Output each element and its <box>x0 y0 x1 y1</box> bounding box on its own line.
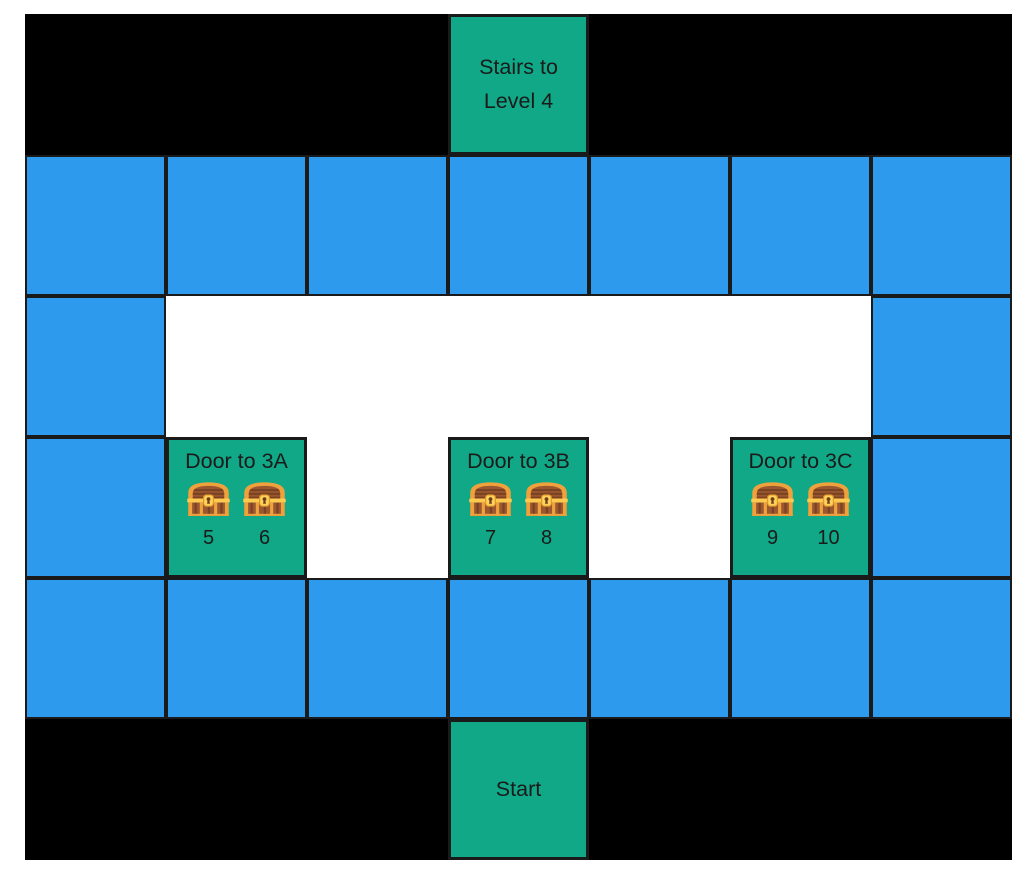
chest-10[interactable]: 10 <box>806 481 851 550</box>
start-label: Start <box>495 776 542 801</box>
door-3a-cell[interactable]: Door to 3A 5 6 <box>166 437 307 578</box>
water-tile <box>589 155 730 296</box>
chest-8[interactable]: 8 <box>524 481 569 550</box>
wall-cell <box>871 14 1012 155</box>
level-map-board: Stairs to Level 4 Door to 3A 5 6 Doo <box>25 14 1012 860</box>
stairs-label: Stairs to Level 4 <box>479 55 558 113</box>
water-tile <box>166 155 307 296</box>
corridor-cell <box>730 296 871 437</box>
water-tile <box>871 578 1012 719</box>
corridor-cell <box>166 296 307 437</box>
water-tile <box>307 578 448 719</box>
chest-6[interactable]: 6 <box>242 481 287 550</box>
wall-cell <box>307 14 448 155</box>
chest-9[interactable]: 9 <box>750 481 795 550</box>
chest-row: 9 10 <box>750 481 851 550</box>
chest-row: 5 6 <box>186 481 287 550</box>
treasure-chest-icon <box>468 481 513 518</box>
chest-number: 7 <box>484 527 497 549</box>
wall-cell <box>589 719 730 860</box>
corridor-cell <box>448 296 589 437</box>
chest-number: 10 <box>817 527 840 549</box>
water-tile <box>25 155 166 296</box>
chest-number: 9 <box>766 527 779 549</box>
door-3c-cell[interactable]: Door to 3C 9 10 <box>730 437 871 578</box>
chest-number: 8 <box>540 527 553 549</box>
chest-5[interactable]: 5 <box>186 481 231 550</box>
water-tile <box>448 155 589 296</box>
water-tile <box>871 296 1012 437</box>
chest-row: 7 8 <box>468 481 569 550</box>
wall-cell <box>871 719 1012 860</box>
door-3a-label: Door to 3A <box>185 449 288 473</box>
wall-cell <box>166 719 307 860</box>
start-cell[interactable]: Start <box>448 719 589 860</box>
water-tile <box>307 155 448 296</box>
water-tile <box>871 155 1012 296</box>
water-tile <box>25 296 166 437</box>
treasure-chest-icon <box>186 481 231 518</box>
wall-cell <box>730 719 871 860</box>
water-tile <box>166 578 307 719</box>
chest-7[interactable]: 7 <box>468 481 513 550</box>
water-tile <box>730 578 871 719</box>
chest-number: 6 <box>258 527 271 549</box>
water-tile <box>589 578 730 719</box>
water-tile <box>448 578 589 719</box>
door-3c-label: Door to 3C <box>748 449 853 473</box>
corridor-cell <box>307 296 448 437</box>
corridor-cell <box>589 437 730 578</box>
treasure-chest-icon <box>750 481 795 518</box>
water-tile <box>871 437 1012 578</box>
door-3b-cell[interactable]: Door to 3B 7 8 <box>448 437 589 578</box>
water-tile <box>25 578 166 719</box>
chest-number: 5 <box>202 527 215 549</box>
wall-cell <box>25 14 166 155</box>
wall-cell <box>307 719 448 860</box>
water-tile <box>25 437 166 578</box>
wall-cell <box>730 14 871 155</box>
wall-cell <box>166 14 307 155</box>
treasure-chest-icon <box>242 481 287 518</box>
wall-cell <box>589 14 730 155</box>
treasure-chest-icon <box>524 481 569 518</box>
door-3b-label: Door to 3B <box>467 449 570 473</box>
wall-cell <box>25 719 166 860</box>
treasure-chest-icon <box>806 481 851 518</box>
stairs-cell[interactable]: Stairs to Level 4 <box>448 14 589 155</box>
water-tile <box>730 155 871 296</box>
corridor-cell <box>589 296 730 437</box>
corridor-cell <box>307 437 448 578</box>
